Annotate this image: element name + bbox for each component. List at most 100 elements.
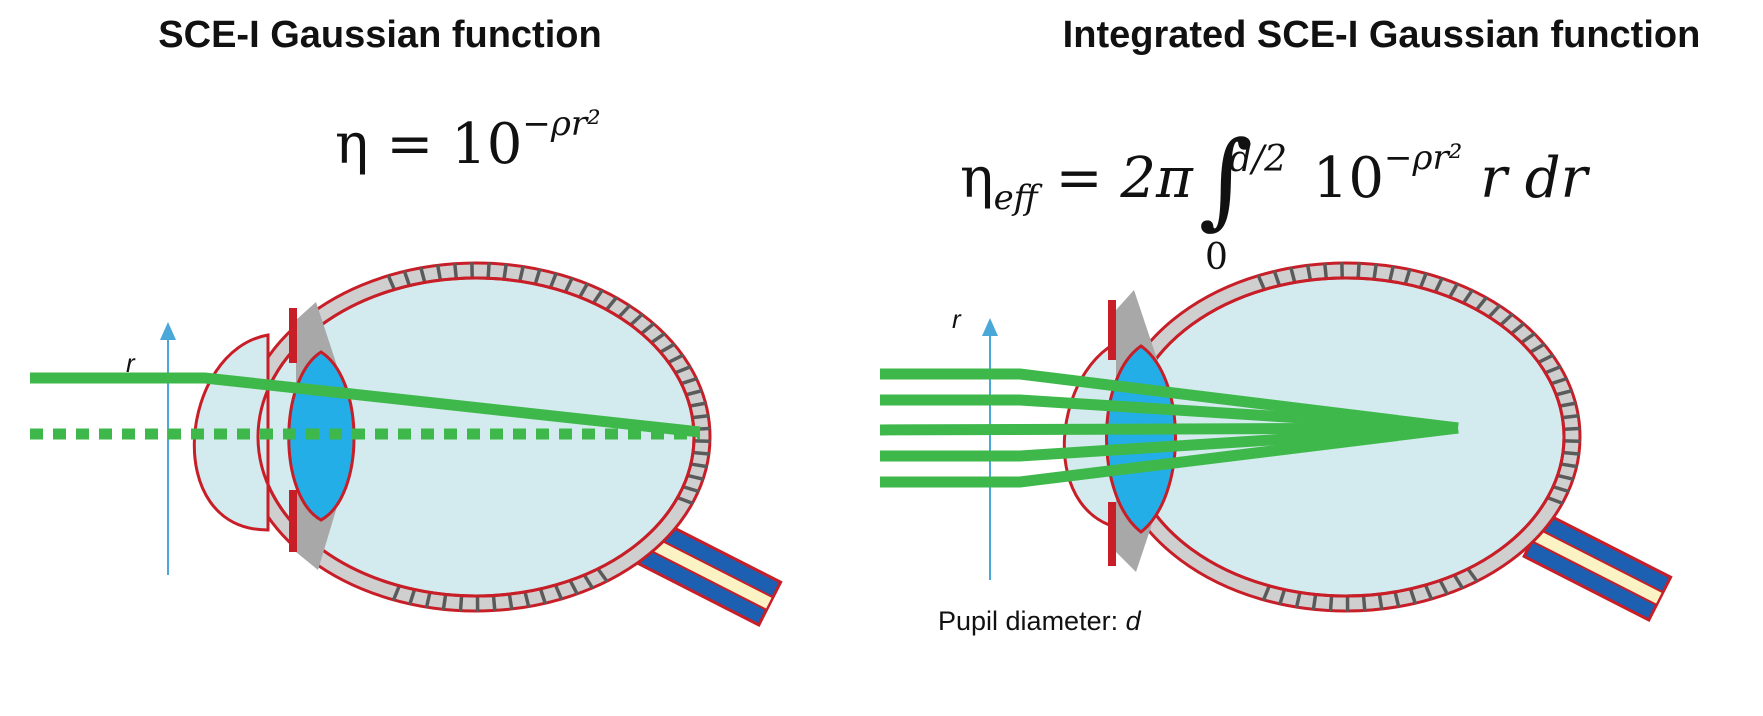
right-ray-1 — [880, 368, 1459, 434]
photoreceptor-tick — [1544, 365, 1561, 375]
photoreceptor-tick — [1555, 389, 1573, 397]
right-photoreceptors — [1256, 262, 1581, 612]
photoreceptor-tick — [458, 594, 464, 612]
pupil-diameter-label: Pupil diameter: d — [938, 606, 1141, 637]
photoreceptor-tick — [1529, 343, 1545, 354]
photoreceptor-tick — [689, 401, 707, 408]
photoreceptor-tick — [650, 332, 666, 344]
left-formula-exponent: −ρr² — [522, 104, 601, 145]
photoreceptor-tick — [539, 588, 547, 605]
photoreceptor-tick — [1546, 496, 1564, 505]
photoreceptor-tick — [425, 591, 432, 608]
photoreceptor-tick — [1262, 585, 1271, 601]
photoreceptor-tick — [1475, 296, 1488, 311]
left-formula-lhs: η — [335, 112, 369, 177]
photoreceptor-tick — [676, 496, 694, 505]
photoreceptor-tick — [1295, 591, 1302, 608]
photoreceptor-tick — [1323, 262, 1328, 280]
right-r-label: r — [952, 304, 961, 334]
photoreceptor-tick — [1419, 272, 1428, 289]
photoreceptor-tick — [686, 473, 704, 481]
right-ray-2 — [880, 394, 1459, 434]
photoreceptor-tick — [1499, 313, 1514, 327]
photoreceptor-tick — [568, 579, 579, 595]
photoreceptor-tick — [691, 414, 710, 420]
right-eye-diagram — [880, 261, 1673, 622]
photoreceptor-tick — [596, 567, 609, 583]
photoreceptor-tick — [682, 485, 700, 493]
right-panel: Integrated SCE-I Gaussian function ηeff … — [880, 0, 1763, 716]
photoreceptor-tick — [507, 593, 514, 610]
photoreceptor-tick — [1520, 332, 1536, 344]
integral-lower-limit: 0 — [1204, 237, 1228, 278]
left-formula: η = 10−ρr² — [335, 104, 601, 177]
photoreceptor-tick — [403, 270, 411, 287]
right-formula-tail: r dr — [1480, 146, 1588, 211]
photoreceptor-tick — [549, 272, 558, 289]
right-title: Integrated SCE-I Gaussian function — [1062, 14, 1701, 56]
left-panel: SCE-I Gaussian function η = 10−ρr² r — [0, 0, 880, 716]
photoreceptor-tick — [533, 268, 542, 285]
right-formula-lhs: η — [960, 146, 994, 211]
pupil-label-var: d — [1125, 606, 1141, 636]
photoreceptor-tick — [629, 313, 644, 327]
photoreceptor-tick — [419, 267, 427, 284]
photoreceptor-tick — [1438, 579, 1449, 595]
left-photoreceptors — [386, 262, 711, 612]
photoreceptor-tick — [1278, 588, 1286, 605]
photoreceptor-tick — [1562, 450, 1580, 456]
photoreceptor-tick — [1453, 574, 1464, 589]
photoreceptor-tick — [1289, 267, 1297, 284]
photoreceptor-tick — [1424, 584, 1433, 600]
right-ray-3 — [880, 422, 1459, 436]
right-formula-base: 10 — [1312, 146, 1385, 211]
photoreceptor-tick — [386, 274, 396, 291]
photoreceptor-tick — [1562, 426, 1581, 431]
photoreceptor-tick — [1273, 270, 1281, 287]
photoreceptor-tick — [592, 289, 604, 304]
photoreceptor-tick — [1377, 593, 1384, 610]
photoreceptor-tick — [1560, 462, 1578, 469]
left-r-axis-arrow — [160, 322, 176, 340]
photoreceptor-tick — [436, 264, 442, 281]
right-r-axis-arrow — [982, 318, 998, 336]
photoreceptor-tick — [491, 594, 497, 612]
photoreceptor-tick — [392, 585, 401, 601]
photoreceptor-tick — [1328, 594, 1334, 612]
left-formula-base: 10 — [451, 112, 523, 177]
photoreceptor-tick — [1306, 264, 1312, 281]
pupil-label-text: Pupil diameter: — [938, 606, 1126, 636]
photoreceptor-tick — [1537, 354, 1554, 364]
photoreceptor-tick — [1552, 485, 1570, 493]
photoreceptor-tick — [453, 262, 458, 280]
photoreceptor-tick — [674, 365, 691, 375]
photoreceptor-tick — [692, 450, 710, 456]
photoreceptor-tick — [583, 574, 594, 589]
photoreceptor-tick — [617, 304, 631, 318]
photoreceptor-tick — [1448, 283, 1459, 299]
photoreceptor-tick — [564, 277, 574, 293]
photoreceptor-tick — [441, 593, 448, 611]
photoreceptor-tick — [1393, 591, 1401, 608]
integral-upper-limit: d/2 — [1228, 139, 1288, 180]
photoreceptor-tick — [659, 343, 675, 354]
photoreceptor-tick — [667, 354, 684, 364]
photoreceptor-tick — [1561, 414, 1580, 420]
left-formula-equals: = — [386, 112, 434, 177]
photoreceptor-tick — [1256, 274, 1266, 291]
right-formula-exponent: −ρr² — [1384, 138, 1463, 179]
integral-sign: ∫ — [1198, 118, 1253, 240]
photoreceptor-tick — [1550, 377, 1568, 386]
photoreceptor-tick — [486, 262, 491, 279]
photoreceptor-tick — [1462, 289, 1474, 304]
photoreceptor-tick — [1361, 594, 1367, 612]
photoreceptor-tick — [1434, 277, 1444, 293]
photoreceptor-tick — [1487, 304, 1501, 318]
left-r-label: r — [126, 348, 135, 378]
photoreceptor-tick — [1556, 473, 1574, 481]
photoreceptor-tick — [640, 322, 655, 335]
photoreceptor-tick — [1466, 567, 1479, 583]
right-formula-coefficient: 2π — [1120, 146, 1193, 211]
photoreceptor-tick — [554, 584, 563, 600]
